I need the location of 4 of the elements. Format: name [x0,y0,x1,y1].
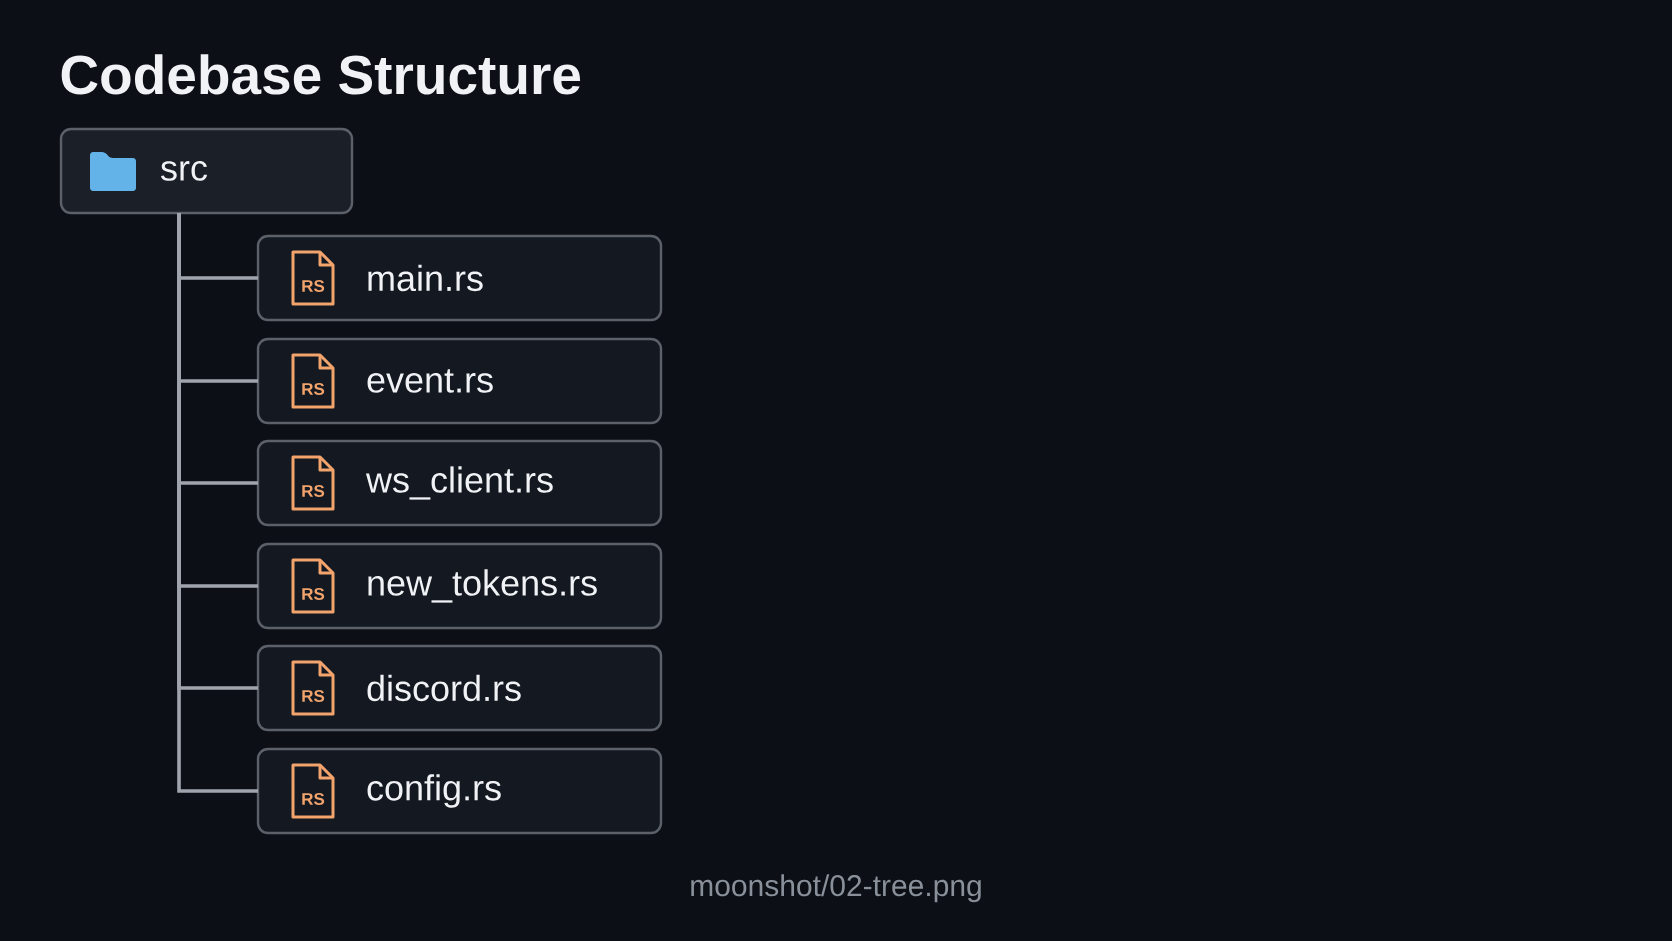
folder-box: src [59,127,354,215]
title: Codebase Structure [61,54,581,95]
caption: moonshot/02-tree.png [691,874,981,903]
tree-line [177,213,258,793]
